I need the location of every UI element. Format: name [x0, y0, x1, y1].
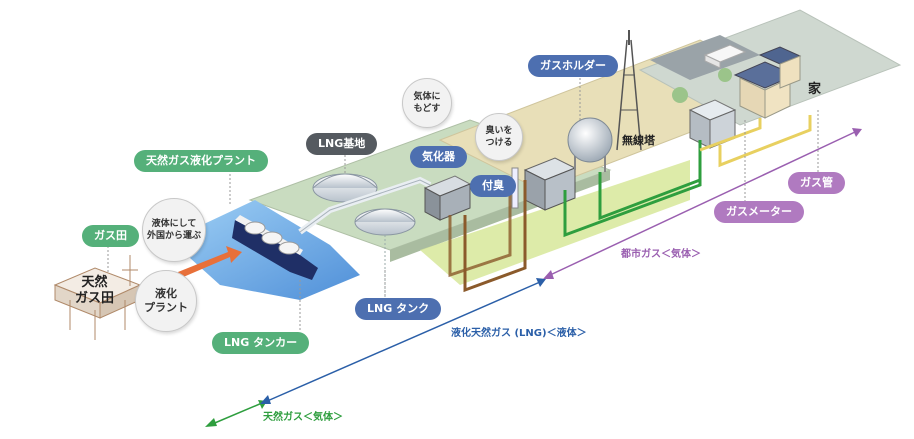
lng-tank-dome-2 [354, 208, 416, 300]
lng-tank-dome-1 [312, 173, 378, 203]
plant-bubble-line1: 液化 [155, 287, 177, 300]
natural-gas-label: 天然ガス＜気体＞ [263, 412, 343, 423]
city-gas-arrow [543, 128, 862, 279]
liquefaction-plant-bubble: 液化 プラント [135, 270, 197, 332]
lng-liquid-arrow [260, 278, 546, 404]
gas-field-rig [53, 255, 142, 340]
tree [718, 68, 732, 82]
house-label: 家 [808, 82, 822, 97]
vaporize-bubble-line2: もどす [413, 104, 441, 114]
tree [672, 87, 688, 103]
vaporize-bubble-line1: 気体に [413, 92, 441, 102]
house-building [733, 46, 802, 119]
yellow-pipe-1 [718, 115, 812, 168]
odorizer-tag: 付臭 [470, 175, 516, 197]
vaporizer-tag: 気化器 [410, 146, 467, 168]
lng-base-tag: LNG基地 [306, 133, 378, 155]
vaporize-bubble: 気体に もどす [402, 78, 452, 128]
underground-band [420, 160, 690, 285]
lng-tank-tag: LNG タンク [355, 298, 442, 320]
radio-tower-label: 無線塔 [622, 134, 655, 147]
transport-bubble: 液体にして 外国から運ぶ [142, 198, 206, 262]
radio-tower [616, 30, 642, 151]
car [703, 44, 747, 69]
brown-pipe-2 [448, 185, 512, 278]
transport-arrow [178, 246, 242, 278]
gas-field-sign-line2: ガス田 [75, 291, 115, 306]
green-pipe-1 [563, 140, 702, 238]
brown-pipe-1 [463, 180, 527, 293]
odor-bubble: 臭いを つける [475, 113, 523, 161]
plant-bubble-line2: プラント [144, 301, 188, 314]
gas-pipe-tag: ガス管 [788, 172, 845, 194]
gas-holder-tag: ガスホルダー [528, 55, 618, 77]
transport-bubble-line1: 液体にして [151, 219, 197, 229]
gas-field-sign-line1: 天然 [81, 275, 108, 290]
liquefaction-plant-tag: 天然ガス液化プラント [134, 150, 268, 172]
gas-holder-sphere [567, 117, 613, 172]
yellow-pipe-2 [699, 118, 762, 152]
gas-field-sign: 天然 ガス田 [75, 275, 114, 307]
vaporizer-unit [423, 175, 472, 221]
natural-gas-arrow [205, 400, 267, 427]
odor-bubble-line1: 臭いを [485, 126, 513, 136]
city-gas-label: 都市ガス＜気体＞ [621, 249, 701, 260]
gas-meter-tag: ガスメーター [714, 201, 804, 223]
lng-liquid-label: 液化天然ガス (LNG)＜液体＞ [451, 328, 587, 339]
transport-bubble-line2: 外国から運ぶ [146, 231, 201, 241]
lng-tanker-ship [232, 215, 318, 280]
odor-bubble-line2: つける [485, 138, 513, 148]
lng-tanker-tag: LNG タンカー [212, 332, 310, 354]
gas-field-tag: ガス田 [82, 225, 139, 247]
green-pipe-2 [598, 172, 701, 221]
